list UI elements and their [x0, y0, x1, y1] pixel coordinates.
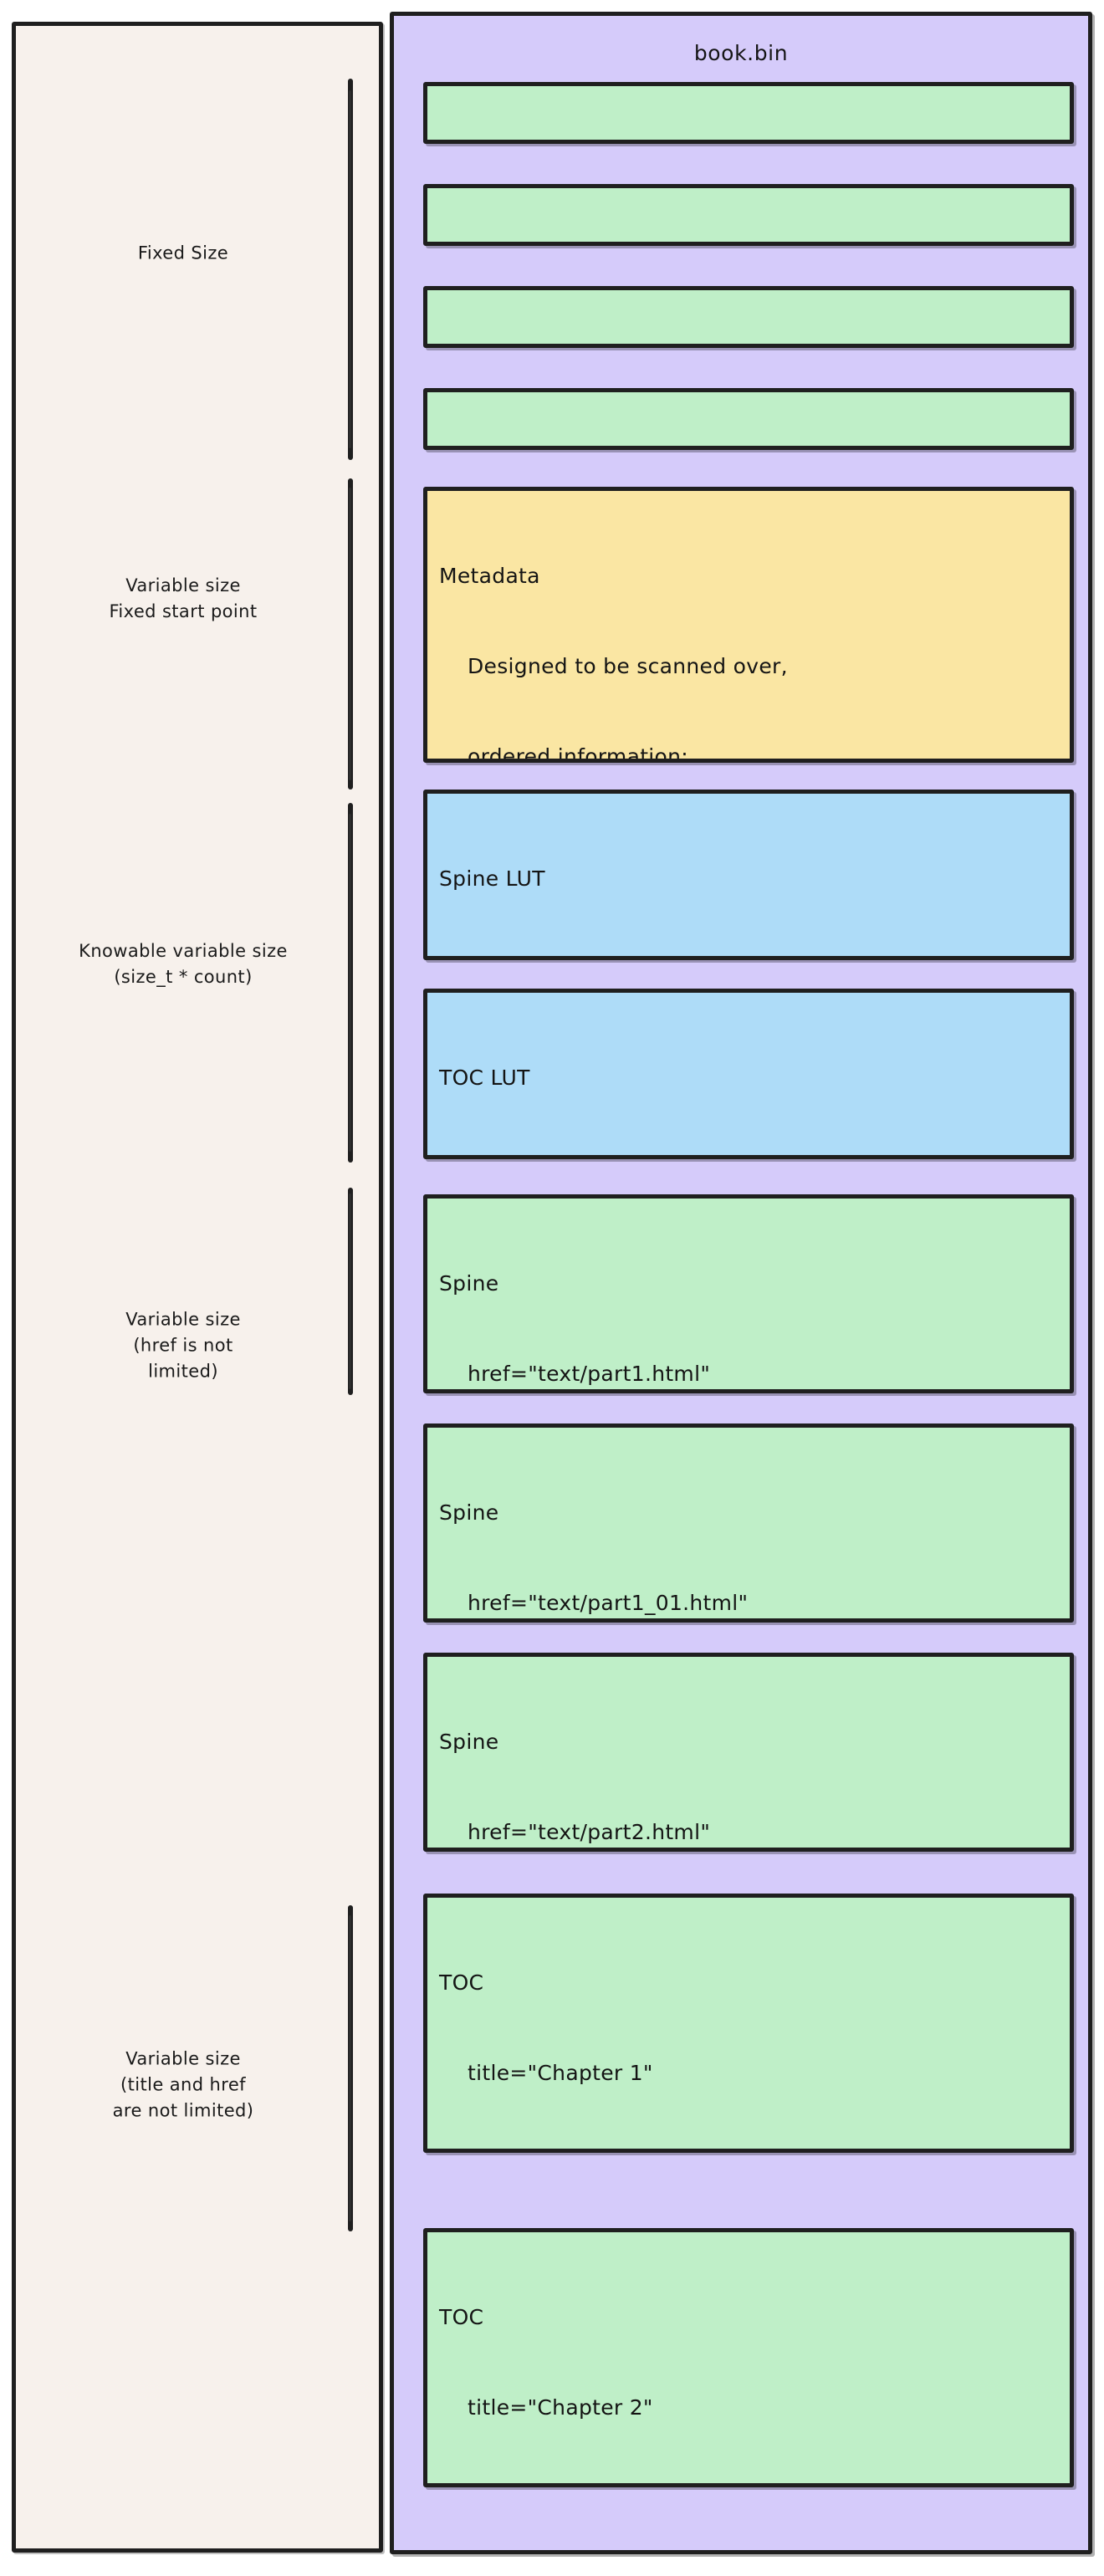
spine-href: href="text/part1.html": [468, 1362, 711, 1386]
field-block-toc-count: TOC count: [423, 388, 1074, 450]
toc-href: href="text/part1.html": [439, 2149, 1056, 2153]
bracket-variable-href: [348, 1188, 353, 1395]
bracket-variable-title: [348, 1905, 353, 2231]
metadata-line-1: Designed to be scanned over,: [468, 654, 788, 678]
spine-lut-block: Spine LUT size_t item per spine item poi…: [423, 790, 1074, 960]
block-head: Spine: [439, 1730, 499, 1754]
bracket-fixed-size: [348, 79, 353, 460]
toc-lut-line-1: size_t item per TOC item pointing: [439, 1153, 1056, 1155]
bracket-variable-fixed: [348, 478, 353, 790]
toc-href: href="text/part2.html": [439, 2483, 1056, 2487]
toc-block-2: TOC title="Chapter 2" href="text/part2.h…: [423, 2228, 1074, 2487]
metadata-block: Metadata Designed to be scanned over, or…: [423, 487, 1074, 763]
spine-href: href="text/part1_01.html": [468, 1591, 749, 1615]
block-head: Spine: [439, 1500, 499, 1525]
field-block-spine-count: Spine count: [423, 286, 1074, 348]
spine-href: href="text/part2.html": [468, 1820, 711, 1844]
block-head: Spine: [439, 1271, 499, 1296]
toc-lut-block: TOC LUT size_t item per TOC item pointin…: [423, 989, 1074, 1159]
annotation-label-variable-fixed-start: Variable size Fixed start point: [109, 575, 258, 621]
toc-title: title="Chapter 2": [468, 2395, 653, 2420]
toc-block-1: TOC title="Chapter 1" href="text/part1.h…: [423, 1894, 1074, 2153]
field-block-version: VERSION = 1: [423, 82, 1074, 144]
annotation-label-variable-title-href: Variable size (title and href are not li…: [112, 2048, 254, 2121]
field-block-lut-offset: LUT Offset: [423, 184, 1074, 246]
block-head: Metadata: [439, 564, 540, 588]
page-title: book.bin: [693, 41, 789, 65]
block-head: TOC: [439, 2305, 484, 2329]
block-head: TOC LUT: [439, 1066, 530, 1090]
spine-lut-line-1: size_t item per spine item pointing: [439, 954, 1056, 956]
annotation-label-variable-href: Variable size (href is not limited): [125, 1309, 241, 1382]
annotation-panel: Fixed Size Variable size Fixed start poi…: [12, 22, 383, 2553]
block-head: TOC: [439, 1970, 484, 1995]
spine-block-3: Spine href="text/part2.html" cumSize=123…: [423, 1653, 1074, 1852]
annotation-label-knowable-variable: Knowable variable size (size_t * count): [79, 941, 288, 987]
block-head: Spine LUT: [439, 866, 545, 891]
spine-block-1: Spine href="text/part1.html" cumSize=123…: [423, 1194, 1074, 1393]
toc-title: title="Chapter 1": [468, 2061, 653, 2085]
metadata-line-2: ordered information:: [468, 744, 689, 763]
bracket-knowable-variable: [348, 803, 353, 1163]
annotation-label-fixed-size: Fixed Size: [137, 243, 229, 263]
spine-block-2: Spine href="text/part1_01.html" cumSize=…: [423, 1423, 1074, 1623]
